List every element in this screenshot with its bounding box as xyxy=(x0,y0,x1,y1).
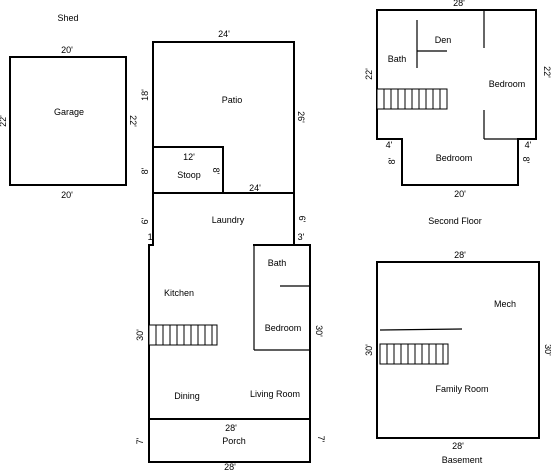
stoop-walls xyxy=(152,146,224,194)
laundry-right-dim: 6' xyxy=(297,216,307,223)
bedroom-main-label: Bedroom xyxy=(265,323,302,333)
patio-right-dim: 26' xyxy=(296,111,306,123)
stoop-top-dim: 12' xyxy=(183,152,195,162)
patio-label: Patio xyxy=(222,95,243,105)
up-low-left-dim: 8' xyxy=(387,157,397,164)
mech-partition-wall xyxy=(379,328,463,331)
garage-bottom-dim: 20' xyxy=(61,190,73,200)
bath-up-label: Bath xyxy=(388,54,407,64)
main-stairs xyxy=(148,324,218,346)
basement-stairs xyxy=(379,343,449,365)
patio-top-dim: 24' xyxy=(218,29,230,39)
patio-left-dim: 18' xyxy=(140,89,150,101)
base-bottom-dim: 28' xyxy=(452,441,464,451)
bath-main-label: Bath xyxy=(268,258,287,268)
up-step-right-dim: 4' xyxy=(525,140,532,150)
base-top-dim: 28' xyxy=(454,250,466,260)
stoop-label: Stoop xyxy=(177,170,201,180)
kitchen-label: Kitchen xyxy=(164,288,194,298)
den-label: Den xyxy=(435,35,452,45)
living-room-label: Living Room xyxy=(250,389,300,399)
second-floor-label: Second Floor xyxy=(428,216,482,226)
second-floor-walls xyxy=(376,9,537,186)
porch-walls xyxy=(148,418,311,463)
main-floor-plan xyxy=(148,41,311,463)
garage-label: Garage xyxy=(54,107,84,117)
family-room-label: Family Room xyxy=(435,384,488,394)
up-top-dim: 28' xyxy=(453,0,465,8)
laundry-left-dim: 6' xyxy=(140,217,150,224)
up-low-right-dim: 8' xyxy=(521,157,531,164)
garage-left-dim: 22' xyxy=(0,115,8,127)
mech-label: Mech xyxy=(494,299,516,309)
laundry-label: Laundry xyxy=(212,215,245,225)
dining-label: Dining xyxy=(174,391,200,401)
stoop-left-dim: 8' xyxy=(140,167,150,174)
up-bottom-dim: 20' xyxy=(454,189,466,199)
base-left-dim: 30' xyxy=(364,344,374,356)
up-left-dim: 22' xyxy=(364,68,374,80)
stoop-right-dim: 8' xyxy=(211,168,221,175)
main-right-dim: 30' xyxy=(314,325,324,337)
basement-label: Basement xyxy=(442,455,483,465)
porch-top-dim: 28' xyxy=(225,423,237,433)
porch-bottom-dim: 28' xyxy=(224,462,236,470)
shed-label: Shed xyxy=(57,13,78,23)
laundry-top-dim: 24' xyxy=(249,183,261,193)
up-right-dim: 22' xyxy=(542,66,551,78)
bedroom-up-bottom-label: Bedroom xyxy=(436,153,473,163)
garage-plan xyxy=(9,56,127,186)
basement-walls xyxy=(376,261,540,439)
second-floor-plan xyxy=(376,9,537,186)
garage-top-dim: 20' xyxy=(61,45,73,55)
laundry-left-wall xyxy=(148,192,154,246)
basement-plan xyxy=(376,261,540,439)
base-right-dim: 30' xyxy=(543,344,551,356)
bedroom-up-right-label: Bedroom xyxy=(489,79,526,89)
porch-right-dim: 7' xyxy=(316,436,326,443)
porch-label: Porch xyxy=(222,436,246,446)
main-left-dim: 30' xyxy=(135,329,145,341)
porch-left-dim: 7' xyxy=(135,437,145,444)
second-floor-stairs xyxy=(376,88,448,110)
up-step-left-dim: 4' xyxy=(386,140,393,150)
laundry-right-step-dim: 3' xyxy=(298,232,305,242)
garage-right-dim: 22' xyxy=(128,115,138,127)
garage-walls xyxy=(9,56,127,186)
laundry-left-step-dim: 1' xyxy=(148,232,155,242)
